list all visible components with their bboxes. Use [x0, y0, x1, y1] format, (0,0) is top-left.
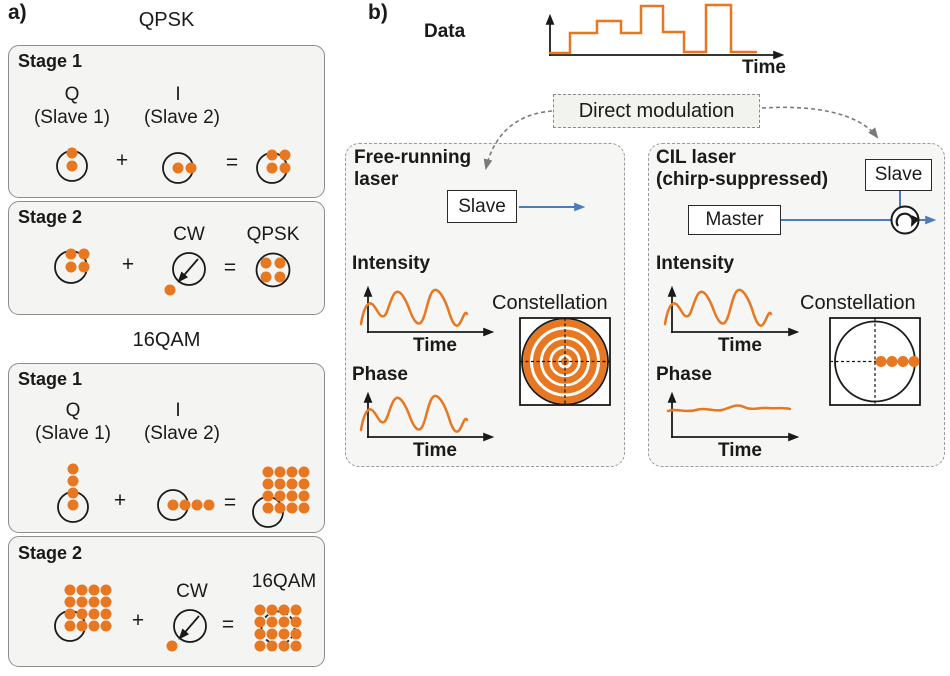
qpsk-stage1-result-dots: [266, 149, 291, 174]
qpsk-stage2-box: [8, 201, 325, 315]
cil-phase-waveform: [666, 404, 792, 413]
qpsk-stage2-diagram: [54, 248, 291, 296]
cil-laser-panel: [648, 143, 945, 467]
plus-sign: +: [115, 149, 129, 172]
qpsk-stage1-diagram: [56, 147, 291, 184]
cw-phase-arrow: [177, 258, 199, 283]
free-running-phase-plot: [359, 391, 495, 442]
cil-slave-box: Slave: [865, 159, 932, 191]
figure-a-label: a): [8, 1, 27, 24]
direct-modulation-arrow-right: [761, 106, 879, 139]
cil-constellation-dots: [875, 356, 920, 367]
slave-label: Slave: [458, 195, 506, 217]
qpsk-i-dots: [172, 162, 197, 174]
direct-modulation-label: Direct modulation: [578, 99, 735, 122]
qpsk-i-sublabel: (Slave 2): [143, 107, 221, 128]
qpsk-q-dots: [66, 147, 78, 172]
phase-time-label: Time: [412, 440, 458, 461]
qam16-q-label: Q: [65, 400, 81, 421]
cw-dot-2: [166, 640, 178, 652]
cw-dot: [164, 284, 176, 296]
qam16-i-label: I: [175, 400, 181, 421]
qam16-stage1-result-dots: [262, 466, 310, 514]
cil-constellation: [829, 317, 921, 406]
free-running-constellation: [519, 317, 611, 406]
qpsk-title: QPSK: [138, 9, 195, 31]
circulator-icon: [890, 205, 920, 235]
cil-slave-label: Slave: [874, 164, 923, 185]
data-axis-label: Data: [424, 21, 466, 42]
qpsk-q-label: Q: [64, 84, 80, 105]
qpsk-stage1-title: Stage 1: [18, 51, 83, 71]
plus-sign: +: [131, 609, 145, 632]
cil-title-line2: (chirp-suppressed): [656, 169, 829, 190]
cil-phase-plot: [666, 391, 800, 442]
qpsk-result-dots: [260, 257, 286, 283]
cil-phase-label: Phase: [656, 364, 712, 385]
qpsk-result-label: QPSK: [246, 224, 300, 245]
direct-modulation-arrow-left: [483, 110, 553, 171]
plus-sign: +: [121, 253, 135, 276]
qpsk-i-label: I: [175, 84, 181, 105]
constellation-label: Constellation: [492, 292, 608, 314]
cw-label: CW: [176, 581, 208, 602]
phase-waveform: [359, 394, 469, 433]
free-running-intensity-plot: [359, 285, 495, 337]
phase-label: Phase: [352, 364, 408, 385]
qam16-q-dots: [67, 463, 79, 511]
cw-phase-arrow-2: [178, 615, 200, 640]
qam16-i-sublabel: (Slave 2): [143, 423, 221, 444]
qam16-stage2-input-dots: [64, 584, 112, 632]
cil-intensity-waveform: [663, 288, 773, 327]
free-running-title-line1: Free-running: [354, 147, 472, 168]
equals-sign: =: [223, 491, 237, 514]
qam16-stage2-title: Stage 2: [18, 543, 83, 563]
figure-b-label: b): [368, 1, 388, 24]
qam16-title: 16QAM: [132, 329, 201, 351]
direct-modulation-box: Direct modulation: [553, 94, 760, 128]
cil-intensity-label: Intensity: [656, 253, 735, 274]
equals-sign: =: [221, 613, 235, 636]
cil-connections: [781, 191, 937, 235]
qpsk-stage2-title: Stage 2: [18, 207, 83, 227]
free-running-title-line2: laser: [354, 169, 399, 190]
master-label: Master: [705, 209, 764, 230]
cil-intensity-plot: [663, 285, 800, 337]
master-box: Master: [688, 205, 781, 235]
qpsk-stage2-input-dots: [65, 248, 90, 273]
equals-sign: =: [225, 151, 239, 174]
data-waveform: [548, 3, 758, 55]
plus-sign: +: [113, 489, 127, 512]
cil-title-line1: CIL laser: [656, 147, 736, 168]
qam16-i-dots: [167, 499, 215, 511]
equals-sign: =: [223, 256, 237, 279]
intensity-time-label: Time: [412, 335, 458, 356]
data-signal-plot: [545, 3, 785, 60]
slave-box: Slave: [447, 190, 517, 223]
cil-phase-time-label: Time: [717, 440, 763, 461]
qam16-stage1-title: Stage 1: [18, 369, 83, 389]
qam16-q-sublabel: (Slave 1): [34, 423, 112, 444]
qam16-stage2-diagram: [54, 584, 302, 652]
intensity-label: Intensity: [352, 253, 431, 274]
intensity-waveform: [359, 288, 469, 327]
qpsk-q-sublabel: (Slave 1): [33, 107, 111, 128]
cil-intensity-time-label: Time: [717, 335, 763, 356]
qam16-result-label: 16QAM: [251, 571, 317, 592]
cil-constellation-label: Constellation: [800, 292, 916, 314]
qam16-stage1-diagram: [57, 463, 310, 528]
qam16-result-dots: [254, 604, 302, 652]
data-time-label: Time: [741, 57, 787, 78]
cw-label: CW: [173, 224, 205, 245]
